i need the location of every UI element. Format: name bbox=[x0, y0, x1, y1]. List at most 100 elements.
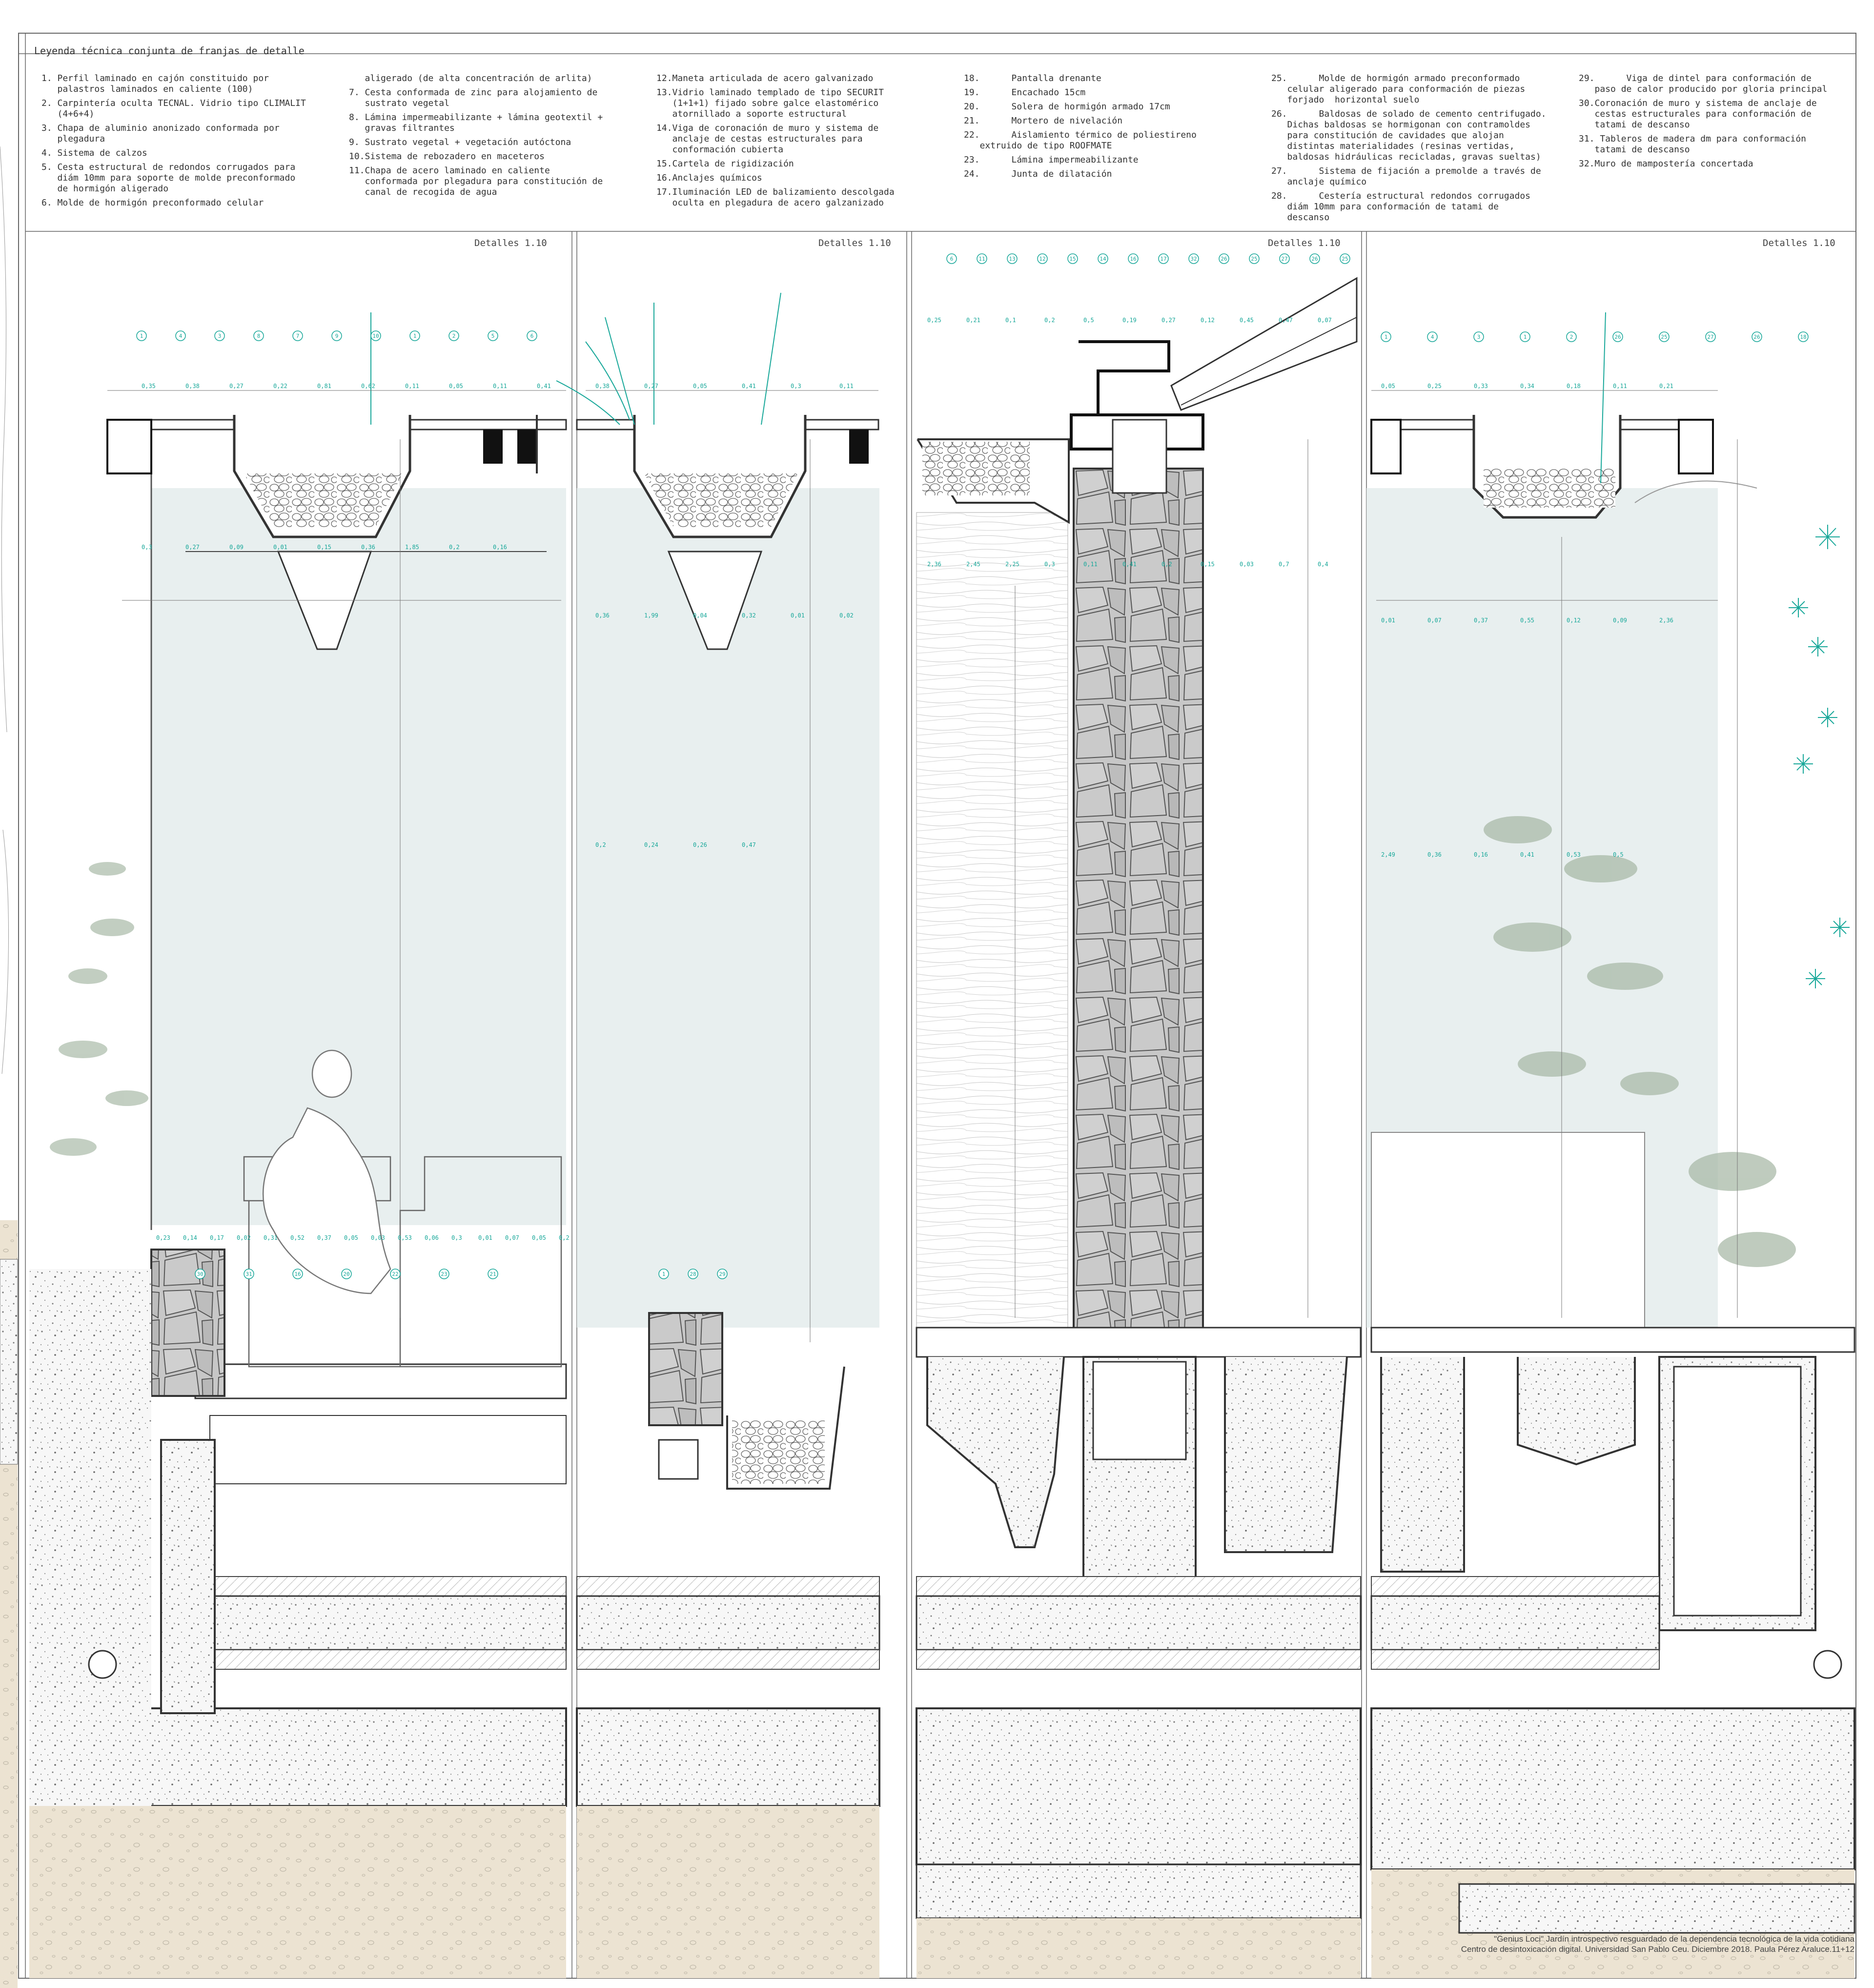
dimension-label: 0,38 bbox=[595, 383, 610, 389]
callout-number: 16 bbox=[1130, 256, 1136, 262]
callout-marker: 13 bbox=[1007, 253, 1018, 264]
legend-column: 1. Perfil laminado en cajón constituido … bbox=[41, 73, 320, 212]
dimension-label: 0,16 bbox=[493, 544, 507, 551]
callout-number: 32 bbox=[1190, 256, 1197, 262]
legend-item: aligerado (de alta concentración de arli… bbox=[349, 73, 592, 83]
credits-line-1: "Genius Loci" Jardín introspectivo resgu… bbox=[1494, 1934, 1854, 1944]
callout-number: 30 bbox=[197, 1271, 203, 1277]
dimension-label: 0,47 bbox=[742, 841, 756, 848]
callout-marker: 1 bbox=[658, 1269, 669, 1279]
callout-number: 6 bbox=[950, 256, 954, 262]
legend-item: 28. Cestería estructural redondos corrug… bbox=[1271, 191, 1531, 223]
dimension-label: 0,03 bbox=[1240, 561, 1254, 568]
dimension-label: 0,32 bbox=[742, 612, 756, 619]
callout-marker: 2 bbox=[448, 330, 459, 341]
dimension-label: 0,7 bbox=[1279, 561, 1289, 568]
callout-marker: 28 bbox=[688, 1269, 698, 1279]
legend-item: 12.Maneta articulada de acero galvanizad… bbox=[656, 73, 874, 83]
callout-marker: 4 bbox=[1427, 331, 1438, 342]
legend-item: 9. Sustrato vegetal + vegetación autócto… bbox=[349, 137, 571, 147]
callout-marker: 1 bbox=[1520, 331, 1530, 342]
callout-number: 2 bbox=[452, 333, 456, 339]
dimension-label: 0,03 bbox=[371, 1234, 385, 1241]
legend-item: 11.Chapa de acero laminado en caliente c… bbox=[349, 165, 603, 197]
callout-number: 29 bbox=[719, 1271, 725, 1277]
callout-marker: 8 bbox=[253, 330, 264, 341]
legend-item: 30.Coronación de muro y sistema de ancla… bbox=[1579, 98, 1817, 130]
callout-number: 3 bbox=[218, 333, 222, 339]
dimension-label: 0,3 bbox=[1044, 561, 1055, 568]
callout-marker: 16 bbox=[1128, 253, 1139, 264]
callout-number: 25 bbox=[1661, 334, 1667, 340]
callout-number: 26 bbox=[1753, 334, 1760, 340]
callout-marker: 4 bbox=[175, 330, 186, 341]
dimension-label: 0,41 bbox=[742, 383, 756, 389]
dimension-label: 0,01 bbox=[478, 1234, 492, 1241]
callout-number: 16 bbox=[294, 1271, 301, 1277]
legend-item: 23. Lámina impermeabilizante bbox=[964, 155, 1139, 165]
legend-item: 14.Viga de coronación de muro y sistema … bbox=[656, 123, 879, 155]
credits-line-2: Centro de desintoxicación digital. Unive… bbox=[1461, 1945, 1854, 1954]
callout-marker: 5 bbox=[488, 330, 498, 341]
dimension-label: 0,09 bbox=[229, 544, 244, 551]
legend-item: 26. Baldosas de solado de cemento centri… bbox=[1271, 109, 1547, 162]
callout-number: 26 bbox=[1311, 256, 1318, 262]
dimension-label: 0,36 bbox=[1427, 851, 1442, 858]
legend-item: 25. Molde de hormigón armado preconforma… bbox=[1271, 73, 1526, 105]
dimension-label: 0,22 bbox=[273, 383, 287, 389]
dimension-label: 0,19 bbox=[1122, 317, 1137, 324]
legend-item: 13.Vidrio laminado templado de tipo SECU… bbox=[656, 87, 884, 119]
callout-number: 25 bbox=[1251, 256, 1257, 262]
legend-item: 1. Perfil laminado en cajón constituido … bbox=[41, 73, 269, 94]
legend-item: 4. Sistema de calzos bbox=[41, 148, 147, 158]
legend-item: 20. Solera de hormigón armado 17cm bbox=[964, 102, 1170, 112]
dimension-label: 0,2 bbox=[1161, 561, 1172, 568]
callout-number: 1 bbox=[662, 1271, 666, 1277]
credits: "Genius Loci" Jardín introspectivo resgu… bbox=[1396, 1934, 1854, 1954]
callout-marker: 11 bbox=[977, 253, 987, 264]
dimension-label: 0,11 bbox=[839, 383, 854, 389]
legend-item: 3. Chapa de aluminio anonizado conformad… bbox=[41, 123, 280, 144]
callout-number: 23 bbox=[441, 1271, 447, 1277]
legend-item: 15.Cartela de rigidización bbox=[656, 159, 794, 169]
legend-item: 17.Iluminación LED de balizamiento desco… bbox=[656, 187, 895, 208]
callout-marker: 22 bbox=[390, 1269, 401, 1279]
dimension-label: 0,41 bbox=[537, 383, 551, 389]
legend-item: 18. Pantalla drenante bbox=[964, 73, 1101, 83]
callout-marker: 1 bbox=[136, 330, 147, 341]
callout-marker: 21 bbox=[488, 1269, 498, 1279]
callout-marker: 23 bbox=[439, 1269, 449, 1279]
legend-column: aligerado (de alta concentración de arli… bbox=[349, 73, 627, 201]
callout-number: 9 bbox=[335, 333, 339, 339]
callout-number: 20 bbox=[343, 1271, 349, 1277]
callout-marker: 26 bbox=[1309, 253, 1320, 264]
callout-number: 27 bbox=[1707, 334, 1713, 340]
dimension-label: 0,27 bbox=[644, 383, 658, 389]
dimension-label: 0,27 bbox=[229, 383, 244, 389]
dimension-label: 2,49 bbox=[1381, 851, 1395, 858]
dimension-label: 0,05 bbox=[693, 383, 707, 389]
dimension-label: 0,25 bbox=[1427, 383, 1442, 389]
dimension-label: 0,55 bbox=[1520, 617, 1534, 624]
callout-marker: 9 bbox=[331, 330, 342, 341]
dimension-label: 0,47 bbox=[1279, 317, 1293, 324]
dimension-label: 0,04 bbox=[693, 612, 707, 619]
callout-number: 14 bbox=[1100, 256, 1106, 262]
dimension-label: 0,5 bbox=[1613, 851, 1624, 858]
detail-scale-label: Detalles 1.10 bbox=[474, 238, 547, 248]
callout-marker: 6 bbox=[946, 253, 957, 264]
callout-number: 15 bbox=[1069, 256, 1076, 262]
legend-title: Leyenda técnica conjunta de franjas de d… bbox=[34, 45, 305, 57]
legend-item: 2. Carpintería oculta TECNAL. Vidrio tip… bbox=[41, 98, 306, 119]
dimension-label: 0,2 bbox=[595, 841, 606, 848]
callout-number: 1 bbox=[140, 333, 143, 339]
dimension-label: 0,15 bbox=[1201, 561, 1215, 568]
callout-marker: 26 bbox=[1752, 331, 1762, 342]
dimension-label: 0,05 bbox=[449, 383, 463, 389]
dimension-label: 1,85 bbox=[405, 544, 419, 551]
callout-number: 1 bbox=[413, 333, 417, 339]
callout-number: 8 bbox=[257, 333, 261, 339]
callout-number: 3 bbox=[1477, 334, 1481, 340]
